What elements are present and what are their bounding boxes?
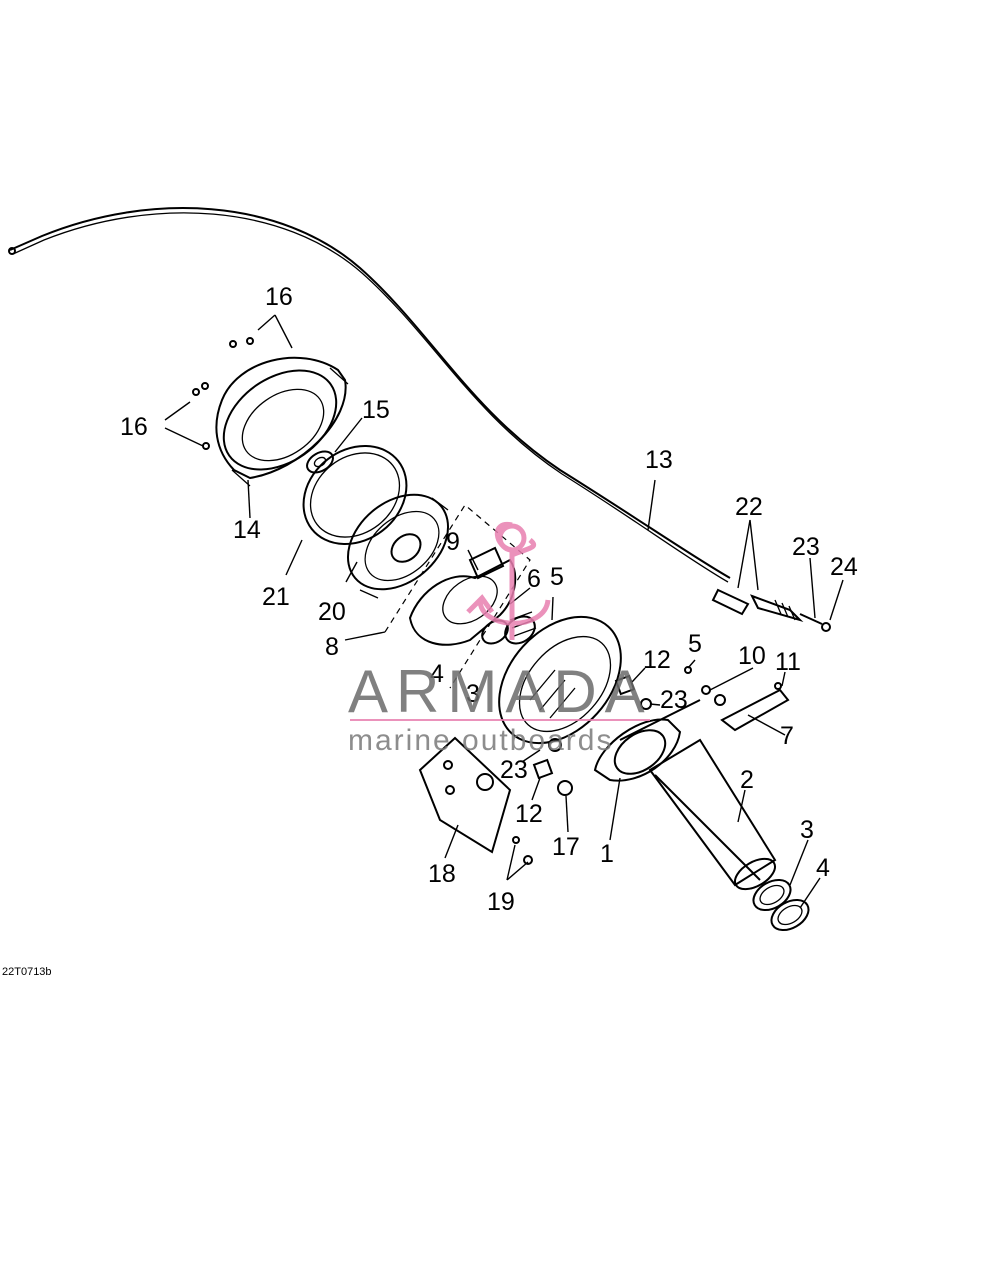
- label-11: 11: [775, 648, 801, 676]
- label-18: 18: [428, 860, 456, 888]
- label-23-mid: 23: [660, 686, 688, 714]
- label-4-inner: 4: [430, 660, 444, 688]
- mounting-bracket: [418, 736, 533, 865]
- shaft-tube: [648, 738, 777, 891]
- label-2: 2: [740, 766, 754, 794]
- starter-housing: [498, 615, 761, 881]
- label-15: 15: [362, 396, 390, 424]
- label-14: 14: [233, 516, 261, 544]
- retainer-rings: [752, 878, 810, 932]
- label-3-outer: 3: [800, 816, 814, 844]
- label-5-upper: 5: [550, 563, 564, 591]
- leader-lines: [164, 314, 844, 909]
- anchor-logo-icon: [466, 521, 551, 640]
- label-23-top: 23: [792, 533, 820, 561]
- label-12-upper: 12: [643, 646, 671, 674]
- starter-pulley: [346, 493, 450, 599]
- throttle-cable: [8, 207, 831, 632]
- armada-watermark: ARMADA marine outboards: [348, 521, 653, 757]
- label-13: 13: [645, 446, 673, 474]
- label-1: 1: [600, 840, 614, 868]
- label-16-lower: 16: [120, 413, 148, 441]
- label-9: 9: [446, 528, 460, 556]
- label-16-upper: 16: [265, 283, 293, 311]
- watermark-subtitle: marine outboards: [348, 724, 613, 757]
- label-20: 20: [318, 598, 346, 626]
- label-4-outer: 4: [816, 854, 830, 882]
- label-3-inner: 3: [466, 680, 480, 708]
- label-17: 17: [552, 833, 580, 861]
- label-6: 6: [527, 565, 541, 593]
- label-22: 22: [735, 493, 763, 521]
- label-8: 8: [325, 633, 339, 661]
- label-10: 10: [738, 642, 766, 670]
- label-24: 24: [830, 553, 858, 581]
- watermark-title: ARMADA: [348, 658, 653, 725]
- housing-cover: [215, 356, 349, 487]
- callout-labels: 16 16 14 15 21 20 8 9 6 5 4 3 13 22 23 2…: [120, 283, 858, 916]
- label-19: 19: [487, 888, 515, 916]
- label-5-right: 5: [688, 630, 702, 658]
- figure-code: 22T0713b: [2, 966, 52, 978]
- bolts: [532, 674, 652, 796]
- label-12-lower: 12: [515, 800, 543, 828]
- label-23-lower: 23: [500, 756, 528, 784]
- gasket-21: [302, 444, 408, 546]
- label-7: 7: [780, 722, 794, 750]
- label-21: 21: [262, 583, 290, 611]
